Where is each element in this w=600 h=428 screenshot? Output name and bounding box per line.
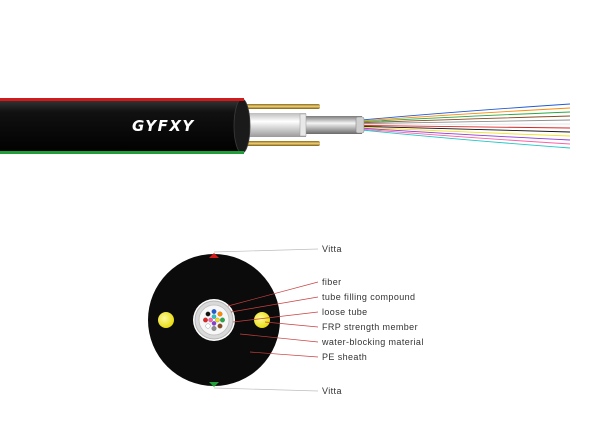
leader-loose-tube bbox=[232, 311, 319, 323]
fiber-strand bbox=[361, 111, 571, 123]
vitta-stripe-top bbox=[0, 98, 244, 101]
fiber-strand bbox=[361, 125, 571, 133]
fiber-strand bbox=[361, 128, 571, 145]
leader-water-blocking bbox=[239, 333, 319, 343]
vitta-marker-top bbox=[209, 253, 219, 258]
water-blocking-layer bbox=[248, 113, 306, 137]
leader-vitta-bottom bbox=[213, 387, 319, 392]
label-vitta-top: Vitta bbox=[322, 244, 342, 254]
label-tube-filling: tube filling compound bbox=[322, 292, 415, 302]
sheath-cut-face bbox=[233, 98, 251, 154]
label-loose-tube: loose tube bbox=[322, 307, 368, 317]
fiber-fan bbox=[361, 103, 571, 149]
fiber-strand bbox=[361, 103, 571, 121]
frp-member-right bbox=[254, 312, 270, 328]
loose-tube-exposed bbox=[300, 116, 362, 134]
fiber-dot bbox=[217, 323, 223, 329]
frp-member-left bbox=[158, 312, 174, 328]
vitta-marker-bottom bbox=[209, 382, 219, 387]
cable-cross-section bbox=[148, 253, 280, 387]
leader-pe-sheath bbox=[249, 351, 319, 358]
fiber-strand bbox=[361, 115, 571, 124]
fiber-dot bbox=[203, 317, 208, 323]
fiber-strand bbox=[361, 129, 571, 149]
fiber-dot bbox=[211, 309, 217, 314]
fiber-bundle bbox=[203, 309, 225, 331]
label-frp: FRP strength member bbox=[322, 322, 418, 332]
fiber-dot bbox=[217, 311, 223, 317]
leader-frp bbox=[264, 321, 319, 328]
fiber-strand bbox=[361, 123, 571, 125]
pe-sheath-side bbox=[0, 98, 250, 154]
fiber-strand bbox=[361, 119, 571, 125]
cable-side-view: GYFXY bbox=[0, 98, 571, 154]
brand-text: GYFXY bbox=[132, 117, 195, 135]
label-water-blocking: water-blocking material bbox=[321, 337, 424, 347]
fiber-dot bbox=[205, 311, 211, 317]
fiber-strand bbox=[361, 127, 571, 141]
fiber-dot bbox=[215, 317, 220, 323]
loose-tube-end bbox=[355, 116, 365, 134]
strength-wire-top bbox=[238, 104, 320, 109]
label-pe-sheath: PE sheath bbox=[322, 352, 367, 362]
fiber-strand bbox=[361, 126, 571, 137]
leader-vitta-top bbox=[213, 248, 319, 253]
vitta-stripe-bottom bbox=[0, 151, 244, 154]
fiber-dot bbox=[211, 326, 217, 331]
leader-lines bbox=[213, 248, 319, 392]
fiber-dot bbox=[220, 317, 225, 323]
fiber-dot bbox=[208, 317, 213, 323]
fiber-strand bbox=[361, 125, 571, 129]
fiber-dot bbox=[211, 321, 217, 326]
fiber-dot bbox=[211, 314, 217, 319]
leader-tube-filling bbox=[230, 296, 319, 313]
fiber-strand bbox=[361, 107, 571, 122]
fiber-dot bbox=[205, 323, 211, 329]
label-fiber: fiber bbox=[322, 277, 342, 287]
strength-wire-bottom bbox=[238, 141, 320, 146]
label-vitta-bottom: Vitta bbox=[322, 386, 342, 396]
leader-fiber bbox=[227, 281, 319, 307]
water-blocking-end bbox=[299, 113, 307, 137]
component-labels: Vitta fiber tube filling compound loose … bbox=[321, 244, 424, 396]
